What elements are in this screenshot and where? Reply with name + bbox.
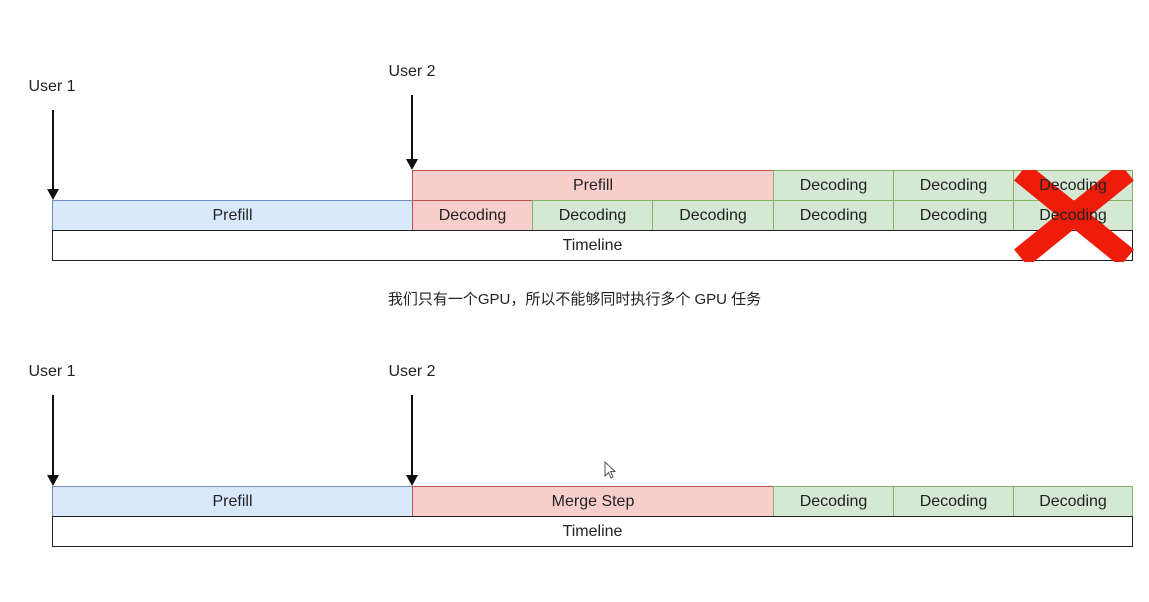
timeline: Timeline [52, 516, 1133, 547]
decoding-cell: Decoding [532, 200, 653, 231]
user2-arrow [406, 95, 418, 170]
user2-arrow [406, 395, 418, 486]
cursor-icon [604, 461, 617, 479]
decoding-cell: Decoding [1013, 486, 1133, 517]
user1-arrow [47, 395, 59, 486]
decoding-cell: Decoding [893, 200, 1014, 231]
user2-label: User 2 [388, 63, 436, 80]
decoding-cell: Decoding [893, 170, 1014, 201]
timeline: Timeline [52, 230, 1133, 261]
user1-prefill: Prefill [52, 486, 413, 517]
red-x-icon [1014, 170, 1134, 262]
decoding-cell: Decoding [412, 200, 533, 231]
user1-label: User 1 [28, 363, 76, 380]
decoding-cell: Decoding [1039, 206, 1107, 224]
user1-arrow [47, 110, 59, 200]
decoding-cell: Decoding [1039, 176, 1107, 194]
decoding-cell: Decoding [652, 200, 774, 231]
decoding-cell: Decoding [773, 200, 894, 231]
user1-label: User 1 [28, 78, 76, 95]
caption: 我们只有一个GPU，所以不能够同时执行多个 GPU 任务 [387, 291, 762, 308]
decoding-cell: Decoding [773, 486, 894, 517]
decoding-cell: Decoding [893, 486, 1014, 517]
user2-label: User 2 [388, 363, 436, 380]
user2-prefill: Prefill [412, 170, 774, 201]
user1-prefill: Prefill [52, 200, 413, 231]
decoding-cell: Decoding [773, 170, 894, 201]
merge-step: Merge Step [412, 486, 774, 517]
